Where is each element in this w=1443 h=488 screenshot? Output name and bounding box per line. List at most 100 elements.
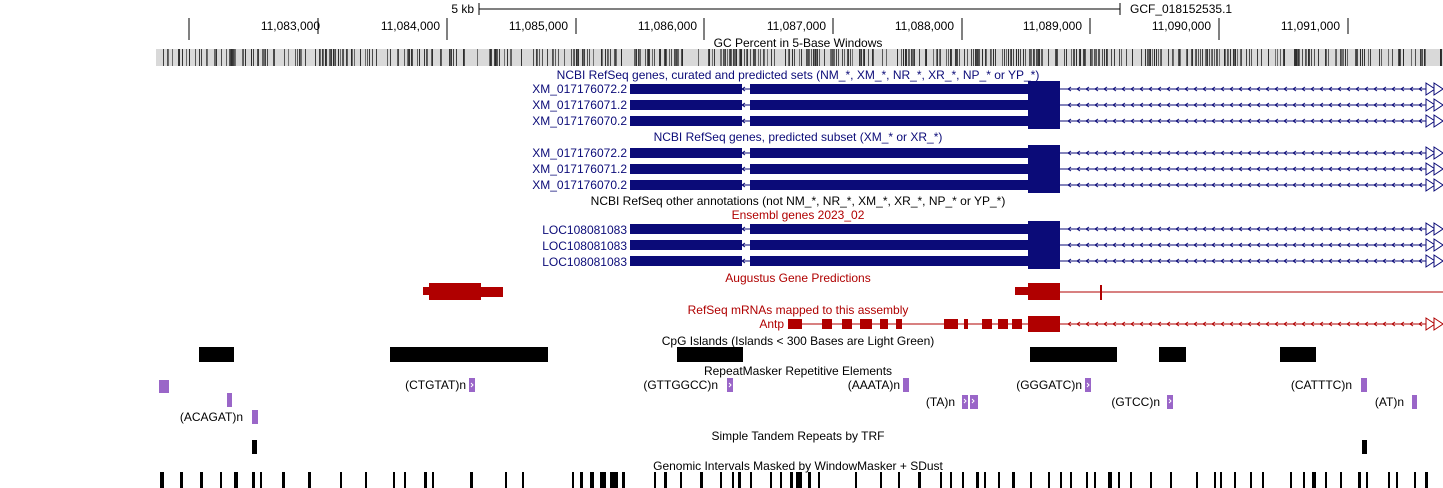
gc-density-bar bbox=[1379, 49, 1380, 66]
gene-label[interactable]: XM_017176070.2 bbox=[532, 178, 627, 192]
refseq-predicted-gene-chevron bbox=[1229, 182, 1234, 188]
refseq-gene-chevron bbox=[1094, 102, 1099, 108]
repeat-label[interactable]: (CTGTAT)n bbox=[405, 378, 466, 392]
mrna-exon bbox=[788, 319, 802, 329]
ensembl-gene-chevron bbox=[1319, 226, 1324, 232]
masked-interval bbox=[1048, 472, 1050, 488]
repeat-label[interactable]: (ACAGAT)n bbox=[179, 410, 243, 424]
gc-density-bar bbox=[1079, 49, 1080, 66]
mrna-chevron bbox=[1193, 321, 1198, 327]
gene-label[interactable]: LOC108081083 bbox=[542, 239, 627, 253]
refseq-predicted-gene-chevron bbox=[741, 150, 746, 156]
repeat-element bbox=[227, 393, 232, 407]
ruler-assembly-label: GCF_018152535.1 bbox=[1130, 2, 1233, 16]
ensembl-gene-end-arrow bbox=[1425, 254, 1436, 268]
refseq-predicted-gene-chevron bbox=[1148, 166, 1153, 172]
repeat-label[interactable]: (AT)n bbox=[1374, 395, 1404, 409]
gc-density-bar bbox=[906, 49, 907, 66]
gc-density-bar bbox=[967, 49, 968, 66]
gc-density-bar bbox=[319, 49, 320, 66]
gc-density-bar bbox=[338, 49, 339, 66]
refseq-gene-chevron bbox=[1346, 86, 1351, 92]
ensembl-gene-chevron bbox=[1418, 226, 1423, 232]
repeat-label[interactable]: (TA)n bbox=[925, 395, 955, 409]
gc-density-bar bbox=[431, 49, 432, 66]
gc-density-bar bbox=[456, 49, 457, 66]
gc-density-bar bbox=[647, 49, 648, 66]
ensembl-gene-chevron bbox=[1391, 258, 1396, 264]
repeat-label[interactable]: (GTTGGCC)n bbox=[643, 378, 718, 392]
gc-density-bar bbox=[299, 49, 300, 66]
masked-interval bbox=[1220, 472, 1222, 488]
gc-density-bar bbox=[499, 49, 500, 66]
gc-density-bar bbox=[831, 49, 832, 66]
gc-density-bar bbox=[1095, 49, 1096, 66]
masked-interval bbox=[1358, 472, 1361, 488]
gene-label[interactable]: XM_017176072.2 bbox=[532, 82, 627, 96]
gc-density-bar bbox=[905, 49, 906, 66]
ensembl-gene-chevron bbox=[1094, 258, 1099, 264]
track-title-ensembl[interactable]: Ensembl genes 2023_02 bbox=[731, 208, 865, 222]
refseq-gene-chevron bbox=[1103, 86, 1108, 92]
refseq-gene-chevron bbox=[1292, 86, 1297, 92]
refseq-gene-chevron bbox=[1220, 118, 1225, 124]
gene-label[interactable]: XM_017176070.2 bbox=[532, 114, 627, 128]
gc-density-bar bbox=[727, 49, 728, 66]
track-title-gc[interactable]: GC Percent in 5-Base Windows bbox=[713, 36, 883, 50]
track-title-refseq-all[interactable]: NCBI RefSeq genes, curated and predicted… bbox=[556, 68, 1040, 82]
refseq-predicted-gene-chevron bbox=[1310, 166, 1315, 172]
track-title-windowmasker[interactable]: Genomic Intervals Masked by WindowMasker… bbox=[653, 459, 943, 473]
repeat-element bbox=[1412, 395, 1417, 409]
refseq-predicted-gene-chevron bbox=[1418, 182, 1423, 188]
ensembl-gene-chevron bbox=[1202, 258, 1207, 264]
ensembl-gene-chevron bbox=[1391, 242, 1396, 248]
masked-interval bbox=[252, 472, 255, 488]
gene-label[interactable]: Antp bbox=[759, 317, 784, 331]
repeat-strand-mark bbox=[971, 398, 975, 404]
ensembl-gene-chevron bbox=[1283, 242, 1288, 248]
refseq-gene-chevron bbox=[1094, 86, 1099, 92]
gc-density-bar bbox=[940, 49, 941, 66]
repeat-label[interactable]: (GTCC)n bbox=[1111, 395, 1160, 409]
gene-label[interactable]: XM_017176071.2 bbox=[532, 98, 627, 112]
refseq-gene-chevron bbox=[1310, 86, 1315, 92]
track-title-trf[interactable]: Simple Tandem Repeats by TRF bbox=[711, 429, 885, 443]
refseq-gene-chevron bbox=[1247, 86, 1252, 92]
gc-density-bar bbox=[973, 49, 974, 66]
gc-density-bar bbox=[1309, 49, 1310, 66]
refseq-gene-chevron bbox=[741, 102, 746, 108]
gene-label[interactable]: XM_017176071.2 bbox=[532, 162, 627, 176]
track-title-rmsk[interactable]: RepeatMasker Repetitive Elements bbox=[703, 364, 893, 378]
track-title-cpg[interactable]: CpG Islands (Islands < 300 Bases are Lig… bbox=[661, 334, 935, 348]
masked-interval bbox=[1130, 472, 1132, 488]
masked-interval bbox=[664, 472, 667, 488]
refseq-gene-chevron bbox=[1346, 118, 1351, 124]
gc-density-bar bbox=[215, 49, 216, 66]
refseq-predicted-gene-chevron bbox=[1247, 182, 1252, 188]
refseq-predicted-gene-chevron bbox=[1265, 182, 1270, 188]
track-title-refseq-mrna[interactable]: RefSeq mRNAs mapped to this assembly bbox=[687, 303, 909, 317]
gc-density-bar bbox=[808, 49, 809, 66]
repeat-label[interactable]: (AAATA)n bbox=[847, 378, 900, 392]
repeat-label[interactable]: (GGGATC)n bbox=[1016, 378, 1082, 392]
gc-density-bar bbox=[1150, 49, 1151, 66]
gc-density-bar bbox=[830, 49, 831, 66]
track-title-augustus[interactable]: Augustus Gene Predictions bbox=[725, 271, 871, 285]
ensembl-gene-chevron bbox=[1112, 226, 1117, 232]
refseq-predicted-gene-chevron bbox=[1238, 182, 1243, 188]
refseq-gene-chevron bbox=[1355, 118, 1360, 124]
refseq-predicted-gene-exon bbox=[750, 148, 1028, 158]
gc-density-bar bbox=[182, 49, 183, 66]
track-title-refseq-other[interactable]: NCBI RefSeq other annotations (not NM_*,… bbox=[590, 194, 1006, 208]
ensembl-gene-chevron bbox=[1067, 242, 1072, 248]
repeat-element bbox=[1361, 378, 1367, 392]
gene-label[interactable]: XM_017176072.2 bbox=[532, 146, 627, 160]
gc-density-bar bbox=[744, 49, 745, 66]
gc-density-bar bbox=[785, 49, 786, 66]
track-title-refseq-predicted[interactable]: NCBI RefSeq genes, predicted subset (XM_… bbox=[653, 130, 943, 144]
repeat-label[interactable]: (CATTTC)n bbox=[1290, 378, 1352, 392]
gene-label[interactable]: LOC108081083 bbox=[542, 223, 627, 237]
gene-label[interactable]: LOC108081083 bbox=[542, 255, 627, 269]
